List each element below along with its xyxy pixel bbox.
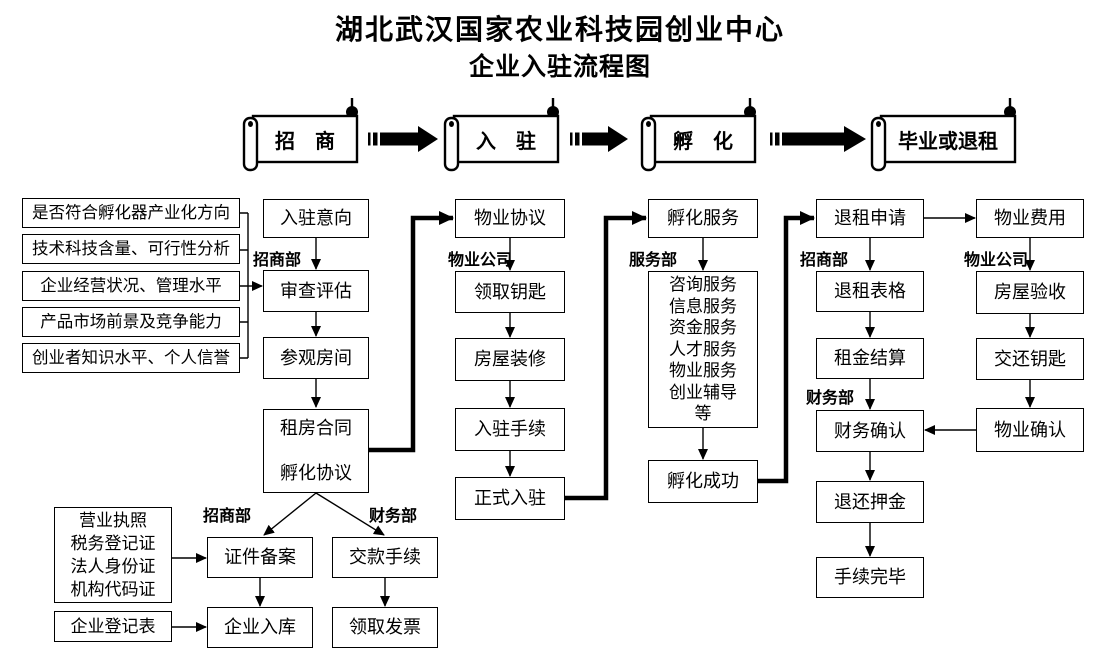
node-finance-confirm: 财务确认	[816, 410, 924, 452]
connector-col1-flow	[263, 238, 385, 536]
dept-label-finance-2: 财务部	[806, 390, 855, 407]
node-criteria-5: 创业者知识水平、个人信誉	[22, 343, 240, 373]
dept-label-property-1: 物业公司	[448, 252, 513, 269]
node-return-keys: 交还钥匙	[976, 338, 1084, 380]
connector-registration-flow	[172, 553, 390, 632]
page-subtitle: 企业入驻流程图	[468, 53, 651, 81]
stage-arrow-icon-2	[570, 126, 628, 152]
stage-banner-recruit: 招 商	[241, 96, 365, 174]
stage-label: 招 商	[275, 130, 335, 153]
node-deposit-refund: 退还押金	[816, 481, 924, 523]
node-house-renovation: 房屋装修	[455, 338, 565, 381]
node-license-docs: 营业执照 税务登记证 法人身份证 机构代码证	[54, 507, 172, 603]
node-get-keys: 领取钥匙	[455, 271, 565, 313]
node-criteria-1: 是否符合孵化器产业化方向	[22, 198, 240, 228]
page-title: 湖北武汉国家农业科技园创业中心	[334, 14, 785, 45]
scroll-icon	[443, 98, 560, 172]
dept-label-marketing-1: 招商部	[253, 252, 302, 269]
node-visit-rooms: 参观房间	[263, 337, 369, 379]
node-property-agreement: 物业协议	[455, 199, 565, 238]
connector-stage-jumps	[369, 211, 815, 501]
node-property-confirm: 物业确认	[976, 408, 1084, 452]
scroll-icon	[870, 98, 1017, 172]
node-property-fee: 物业费用	[976, 199, 1084, 238]
node-criteria-4: 产品市场前景及竞争能力	[22, 307, 240, 337]
stage-banner-graduate: 毕业或退租	[869, 96, 1023, 174]
node-incubation-service: 孵化服务	[648, 199, 758, 238]
node-register-form: 企业登记表	[54, 611, 172, 642]
node-company-entry: 企业入库	[207, 607, 313, 648]
dept-label-service: 服务部	[629, 252, 678, 269]
dept-label-marketing-3: 招商部	[203, 508, 252, 525]
dept-label-property-2: 物业公司	[964, 252, 1029, 269]
node-criteria-3: 企业经营状况、管理水平	[22, 271, 240, 301]
criteria-bracket-connector	[240, 212, 263, 359]
node-official-entry: 正式入驻	[455, 477, 565, 520]
scroll-icon	[242, 98, 359, 172]
node-entry-procedure: 入驻手续	[455, 408, 565, 451]
node-incubation-success: 孵化成功	[648, 460, 758, 503]
stage-banner-entry: 入 驻	[442, 96, 566, 174]
stage-label: 毕业或退租	[898, 130, 998, 153]
node-entry-intent: 入驻意向	[263, 199, 369, 238]
dept-label-finance-3: 财务部	[369, 508, 418, 525]
node-rent-settlement: 租金结算	[816, 338, 924, 379]
stage-banner-incubate: 孵 化	[639, 96, 763, 174]
dept-label-marketing-2: 招商部	[800, 252, 849, 269]
node-service-list: 咨询服务 信息服务 资金服务 人才服务 物业服务 创业辅导 等	[648, 271, 758, 428]
scroll-icon	[640, 98, 757, 172]
node-terminate-apply: 退租申请	[816, 199, 924, 238]
stage-label: 入 驻	[476, 130, 536, 153]
node-house-inspection: 房屋验收	[976, 271, 1084, 314]
connector-cross-links	[924, 213, 976, 435]
stage-arrow-icon-3	[770, 126, 866, 152]
node-review-assess: 审查评估	[263, 270, 369, 312]
stage-label: 孵 化	[673, 130, 733, 153]
stage-arrow-icon-1	[368, 126, 438, 152]
node-payment-procedure: 交款手续	[332, 537, 438, 578]
node-cert-filing: 证件备案	[207, 537, 313, 578]
node-get-invoice: 领取发票	[332, 607, 438, 648]
node-procedure-complete: 手续完毕	[816, 557, 924, 598]
node-terminate-form: 退租表格	[816, 271, 924, 312]
node-contract: 租房合同 孵化协议	[263, 409, 369, 493]
node-criteria-2: 技术科技含量、可行性分析	[22, 234, 240, 264]
